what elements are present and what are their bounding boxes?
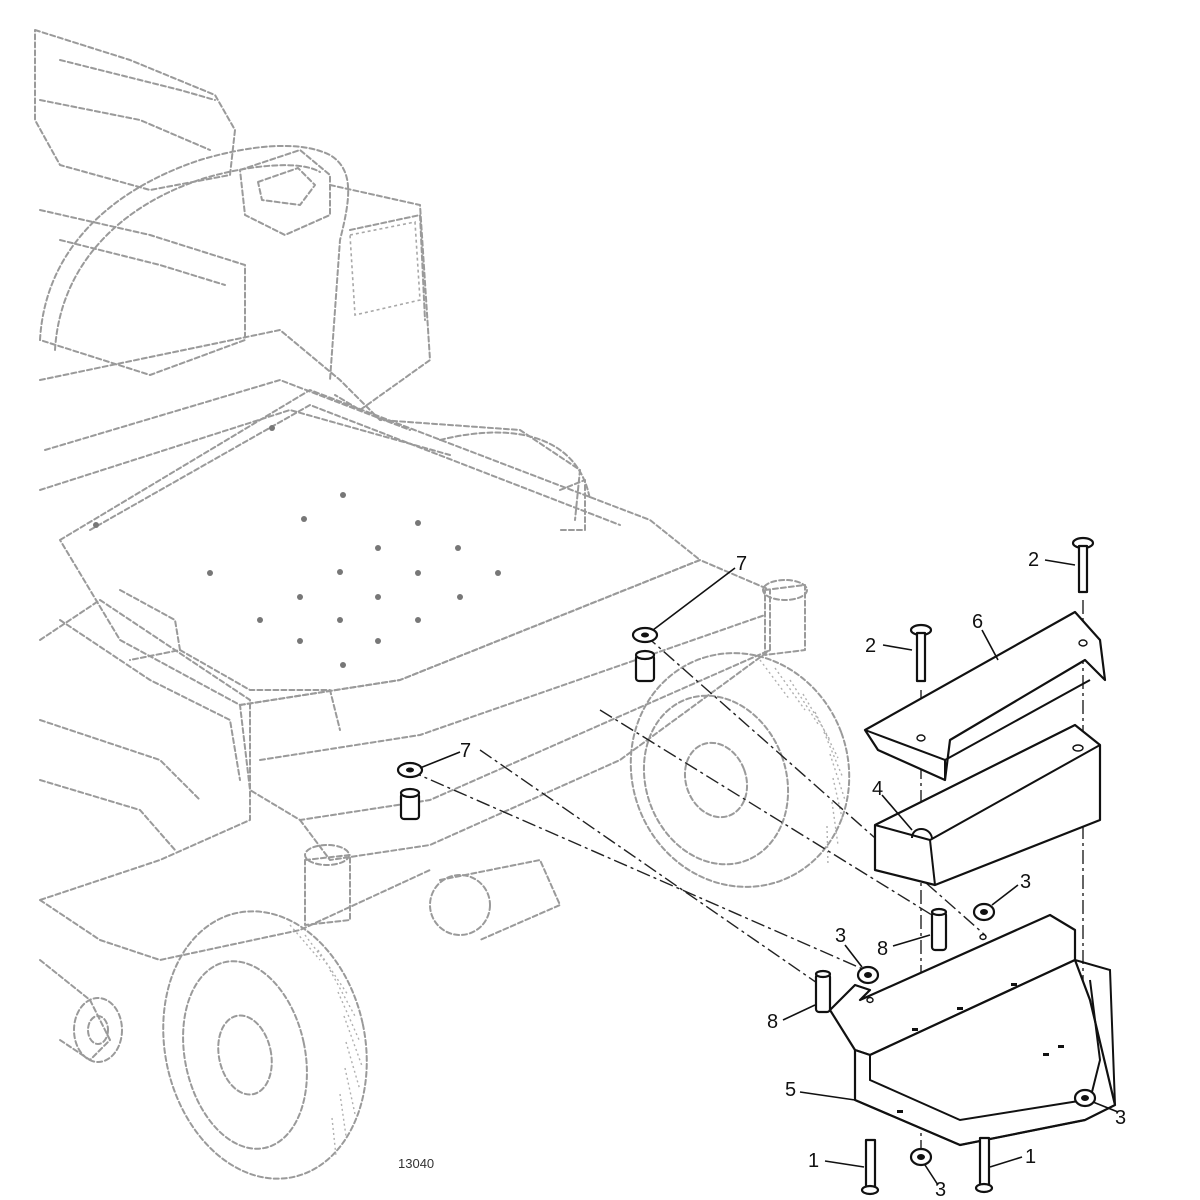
nut-part-3 (856, 902, 1097, 1167)
callout-3-right: 3 (1115, 1107, 1126, 1129)
callout-2-mid: 2 (865, 635, 876, 657)
callout-3-upper: 3 (1020, 871, 1031, 893)
frame-studs (399, 649, 656, 821)
callout-1-right: 1 (1025, 1146, 1036, 1168)
left-front-wheel (162, 910, 368, 1180)
callout-5: 5 (785, 1079, 796, 1101)
spacer-part-8 (814, 907, 948, 1014)
figure-number: 13040 (398, 1156, 434, 1171)
bolt-part-1 (860, 1136, 994, 1196)
callout-4: 4 (872, 778, 883, 800)
callout-7-lower: 7 (460, 740, 471, 762)
callout-7-upper: 7 (736, 553, 747, 575)
callout-3-left: 3 (835, 925, 846, 947)
callout-2-top: 2 (1028, 549, 1039, 571)
callout-8-upper: 8 (877, 938, 888, 960)
callout-3-bottom: 3 (935, 1179, 946, 1200)
callout-6: 6 (972, 611, 983, 633)
top-cover-part-6 (863, 610, 1107, 782)
floor-holes (93, 425, 501, 668)
washer-part-7 (396, 626, 659, 779)
leader-lines (419, 559, 1119, 1186)
left-caster-wheel (73, 997, 123, 1063)
callout-8-lower: 8 (767, 1011, 778, 1033)
mower-outline (34, 29, 808, 1061)
callout-labels: 2 2 6 7 7 4 3 3 3 3 8 8 5 1 1 (460, 549, 1126, 1200)
foam-block-part-4 (873, 723, 1102, 887)
carriage-bolt-part-2 (909, 536, 1095, 683)
bracket-part-5 (828, 913, 1117, 1147)
callout-1-left: 1 (808, 1150, 819, 1172)
